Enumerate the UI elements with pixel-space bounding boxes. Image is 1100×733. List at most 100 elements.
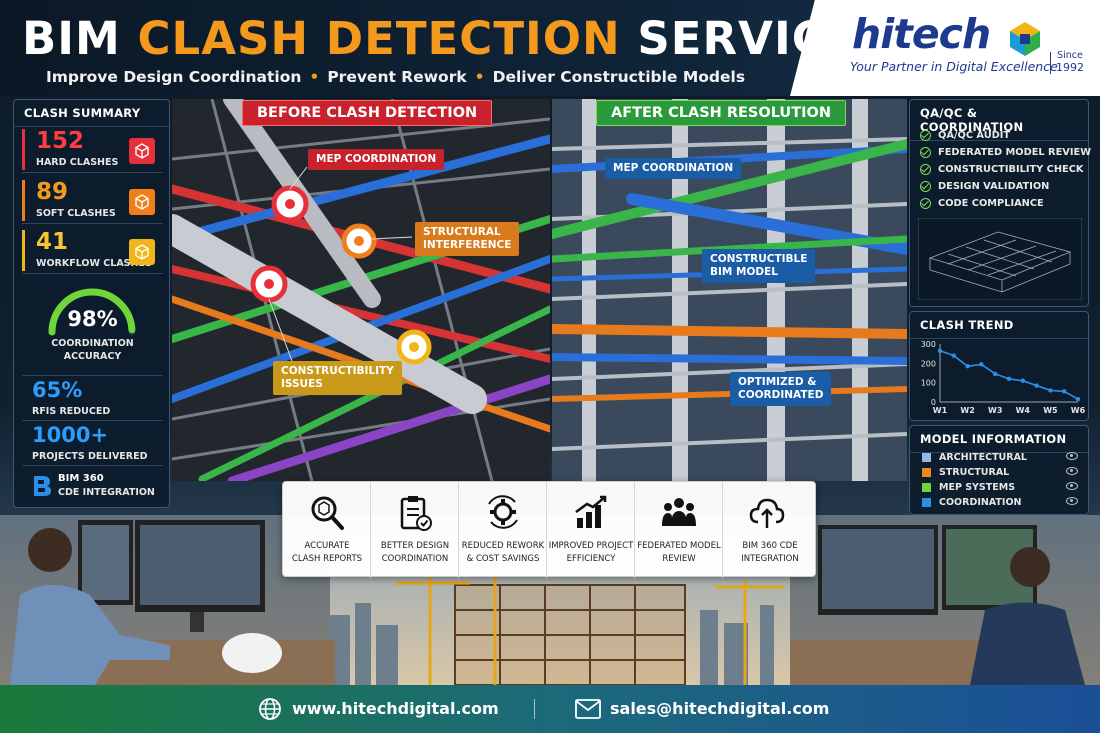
trend-point bbox=[1020, 378, 1025, 383]
benefit-line: EFFICIENCY bbox=[566, 554, 616, 564]
model-information-title: MODEL INFORMATION bbox=[910, 426, 1088, 453]
qa-item-label: FEDERATED MODEL REVIEW bbox=[938, 147, 1092, 158]
qa-item: CODE COMPLIANCE bbox=[920, 198, 1044, 209]
stat-label: PROJECTS DELIVERED bbox=[32, 451, 148, 462]
model-layer-coordination[interactable]: COORDINATION bbox=[922, 497, 1078, 508]
layer-swatch bbox=[922, 468, 931, 477]
tagline-item: Deliver Constructible Models bbox=[492, 68, 746, 86]
check-icon bbox=[920, 130, 931, 141]
title-part-1: BIM bbox=[22, 12, 138, 65]
stat-accent bbox=[22, 129, 25, 170]
eye-icon[interactable] bbox=[1066, 497, 1078, 505]
callout-line: CONSTRUCTIBLE bbox=[710, 253, 808, 265]
magnifier-cube-icon bbox=[311, 496, 344, 530]
footer: www.hitechdigital.com sales@hitechdigita… bbox=[0, 685, 1100, 733]
accuracy-label-line: COORDINATION bbox=[51, 338, 134, 349]
qa-qc-title: QA/QC & COORDINATION bbox=[910, 100, 1088, 141]
clash-summary-panel: CLASH SUMMARY 152 HARD CLASHES 89 SOFT C… bbox=[13, 99, 170, 508]
x-tick-label: W1 bbox=[933, 406, 948, 415]
email-link[interactable]: sales@hitechdigital.com bbox=[610, 699, 830, 718]
qa-item-label: CONSTRUCTIBILITY CHECK bbox=[938, 164, 1084, 175]
qa-item: CONSTRUCTIBILITY CHECK bbox=[920, 164, 1084, 175]
benefit-line: BIM 360 CDE bbox=[742, 541, 798, 551]
benefit-line: COORDINATION bbox=[381, 554, 449, 564]
cube-icon bbox=[129, 189, 155, 215]
trend-point bbox=[993, 371, 998, 377]
stat-label: RFIS REDUCED bbox=[32, 406, 111, 417]
callout-line: ISSUES bbox=[281, 378, 323, 390]
bim360-integration: BIM 360 CDE INTEGRATION bbox=[22, 466, 163, 506]
accuracy-label-line: ACCURACY bbox=[63, 351, 122, 362]
before-clash-image: BEFORE CLASH DETECTION MEP COORDINATION … bbox=[172, 99, 550, 481]
before-banner: BEFORE CLASH DETECTION bbox=[242, 100, 493, 126]
model-layer-mep-systems[interactable]: MEP SYSTEMS bbox=[922, 482, 1078, 493]
clash-markers bbox=[250, 185, 432, 365]
check-icon bbox=[920, 181, 931, 192]
trend-point bbox=[1062, 389, 1067, 394]
model-layer-structural[interactable]: STRUCTURAL bbox=[922, 467, 1078, 478]
benefit-line: REVIEW bbox=[662, 554, 696, 564]
after-banner: AFTER CLASH RESOLUTION bbox=[596, 100, 846, 126]
coordination-accuracy-gauge: 98% COORDINATION ACCURACY bbox=[22, 280, 163, 376]
eye-icon[interactable] bbox=[1066, 467, 1078, 475]
benefit-label: BETTER DESIGN COORDINATION bbox=[371, 540, 459, 566]
callout-line: BIM MODEL bbox=[710, 266, 778, 278]
logo-subtitle: Your Partner in Digital Excellence bbox=[850, 59, 1058, 74]
stat-accent bbox=[22, 180, 25, 221]
website-link[interactable]: www.hitechdigital.com bbox=[292, 699, 499, 718]
benefit-label: FEDERATED MODEL REVIEW bbox=[635, 540, 723, 566]
qa-item-label: QA/QC AUDIT bbox=[938, 130, 1011, 141]
callout-line: COORDINATED bbox=[738, 389, 824, 401]
stat-value: 41 bbox=[36, 229, 69, 255]
y-tick-label: 100 bbox=[921, 379, 936, 388]
stat-value: 152 bbox=[36, 128, 85, 154]
logo-wordmark: hitech bbox=[852, 10, 991, 58]
model-layer-architectural[interactable]: ARCHITECTURAL bbox=[922, 452, 1078, 463]
cube-icon bbox=[129, 138, 155, 164]
since-label: Since bbox=[1057, 50, 1083, 61]
clash-trend-title: CLASH TREND bbox=[910, 312, 1088, 339]
eye-icon[interactable] bbox=[1066, 452, 1078, 460]
benefit-line: CLASH REPORTS bbox=[291, 554, 363, 564]
tagline-item: Prevent Rework bbox=[327, 68, 467, 86]
logo-divider bbox=[1050, 52, 1051, 74]
since-badge: Since 1992 bbox=[1056, 50, 1084, 75]
benefit-line: BETTER DESIGN bbox=[380, 541, 450, 551]
callout-line: CONSTRUCTIBILITY bbox=[281, 365, 394, 377]
bim360-label-2: CDE INTEGRATION bbox=[58, 487, 155, 498]
x-tick-label: W4 bbox=[1016, 406, 1031, 415]
page-title: BIM CLASH DETECTION SERVICES bbox=[22, 12, 891, 65]
x-tick-label: W2 bbox=[960, 406, 974, 415]
stat-value: 89 bbox=[36, 179, 69, 205]
check-icon bbox=[920, 164, 931, 175]
benefit-line: INTEGRATION bbox=[741, 554, 799, 564]
benefit-line: FEDERATED MODEL bbox=[637, 541, 721, 551]
check-icon bbox=[920, 198, 931, 209]
tagline-item: Improve Design Coordination bbox=[46, 68, 302, 86]
qa-item: FEDERATED MODEL REVIEW bbox=[920, 147, 1091, 158]
stat-accent bbox=[22, 230, 25, 271]
since-year: 1992 bbox=[1056, 61, 1084, 74]
benefit-label: BIM 360 CDE INTEGRATION bbox=[723, 540, 817, 566]
qa-item-label: DESIGN VALIDATION bbox=[938, 181, 1050, 192]
benefit-bim360-integration: BIM 360 CDE INTEGRATION bbox=[723, 482, 817, 578]
stat-label: SOFT CLASHES bbox=[36, 208, 116, 219]
gauge-arc bbox=[48, 288, 136, 336]
trend-point bbox=[1048, 388, 1053, 393]
eye-icon[interactable] bbox=[1066, 482, 1078, 490]
callout-line: OPTIMIZED & bbox=[738, 376, 817, 388]
trend-point bbox=[965, 364, 970, 369]
accuracy-label: COORDINATION ACCURACY bbox=[22, 337, 163, 363]
model-information-panel: MODEL INFORMATION ARCHITECTURAL STRUCTUR… bbox=[909, 425, 1089, 515]
clash-summary-title: CLASH SUMMARY bbox=[14, 100, 169, 127]
callout-structural-interference: STRUCTURAL INTERFERENCE bbox=[415, 222, 520, 256]
stat-label: HARD CLASHES bbox=[36, 157, 119, 168]
callout-constructibility-issues: CONSTRUCTIBILITY ISSUES bbox=[273, 361, 402, 395]
benefit-federated-model-review: FEDERATED MODEL REVIEW bbox=[635, 482, 723, 578]
